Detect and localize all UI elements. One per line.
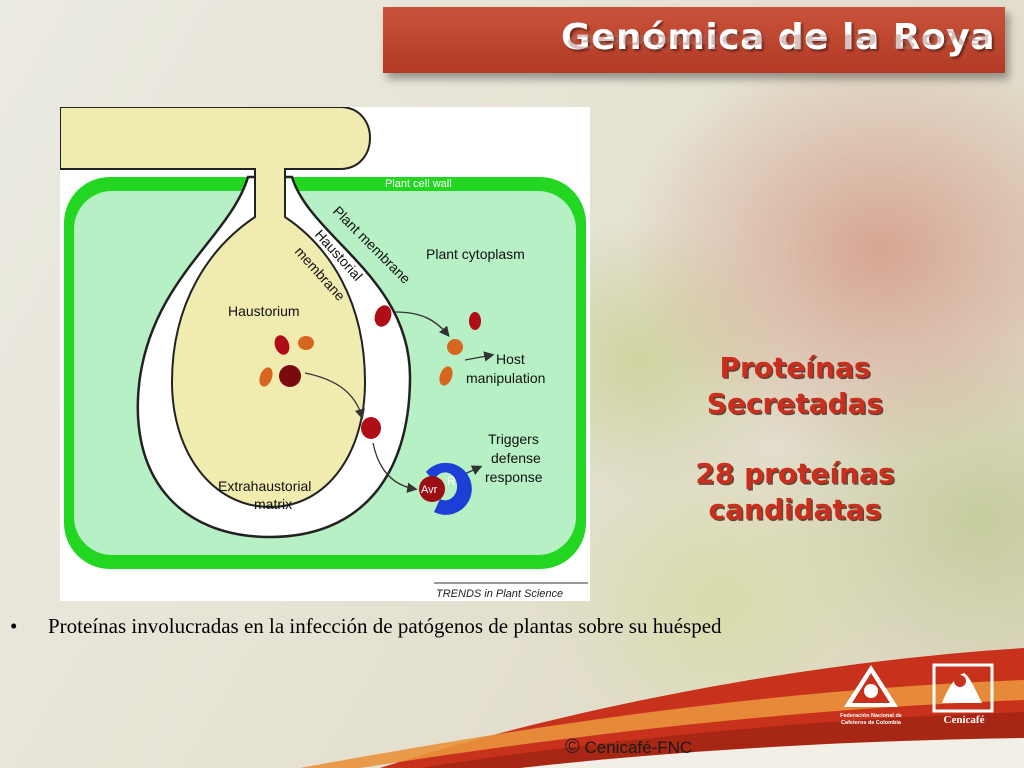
haustorium-label: Haustorium [228, 303, 300, 319]
hypha [60, 107, 371, 170]
host-manipulation-label-2: manipulation [466, 370, 545, 386]
fnc-logo-text-1: Federación Nacional de [840, 713, 902, 719]
fnc-logo: Federación Nacional de Cafeteros de Colo… [840, 665, 902, 726]
plant-cytoplasm-label: Plant cytoplasm [426, 246, 525, 262]
effector-dot [279, 365, 301, 387]
arrow [304, 372, 365, 420]
effector-dot [469, 312, 481, 330]
arrow [394, 311, 450, 338]
effector-dot [374, 305, 392, 327]
cenicafe-logo: Cenicafé [932, 663, 994, 726]
copyright-icon: © [565, 736, 580, 758]
bullet-item: • Proteínas involucradas en la infección … [10, 614, 970, 639]
bullet-text: Proteínas involucradas en la infección d… [48, 614, 722, 638]
copyright-text: Cenicafé-FNC [584, 738, 693, 757]
haustorium [170, 168, 367, 509]
arrow [464, 351, 495, 362]
effector-dot [274, 335, 290, 355]
effector-dot [439, 366, 453, 386]
side-heading-line2: Secretadas [706, 387, 884, 420]
host-manipulation-label-1: Host [496, 351, 525, 367]
r-label: R [447, 474, 456, 488]
avr-protein [419, 476, 445, 502]
effector-dot [447, 339, 463, 355]
triggers-label-2: defense [491, 450, 541, 466]
avr-label: Avr [421, 484, 438, 496]
extrahaustorial-label-1: Extrahaustorial [218, 478, 311, 494]
triggers-label-1: Triggers [488, 431, 539, 447]
effector-dot [259, 367, 273, 387]
haustorium-diagram: Plant cell wall Plant membrane Haustoria… [60, 107, 590, 601]
cenicafe-logo-text: Cenicafé [944, 714, 985, 726]
effector-dot [298, 336, 314, 350]
effector-dot [361, 417, 381, 439]
bullet-marker: • [10, 614, 18, 638]
side-count-line2: candidatas [708, 493, 882, 526]
extrahaustorial-label-2: matrix [254, 496, 292, 512]
r-protein [426, 462, 472, 515]
side-summary: Proteínas Secretadas 28 proteínas candid… [650, 350, 940, 528]
copyright: © Cenicafé-FNC [565, 736, 692, 759]
plant-cell-wall-label: Plant cell wall [385, 178, 452, 190]
source-credit: TRENDS in Plant Science [436, 588, 563, 600]
slide-title: Genómica de la Roya [561, 17, 995, 58]
side-heading-line1: Proteínas [719, 351, 871, 384]
title-banner: Genómica de la Roya [383, 7, 1005, 73]
diagram-svg: Plant cell wall Plant membrane Haustoria… [60, 107, 588, 600]
fnc-logo-text-2: Cafeteros de Colombia [841, 720, 902, 726]
triggers-label-3: response [485, 469, 543, 485]
side-count-line1: 28 proteínas [695, 457, 895, 490]
arrow [372, 442, 418, 493]
